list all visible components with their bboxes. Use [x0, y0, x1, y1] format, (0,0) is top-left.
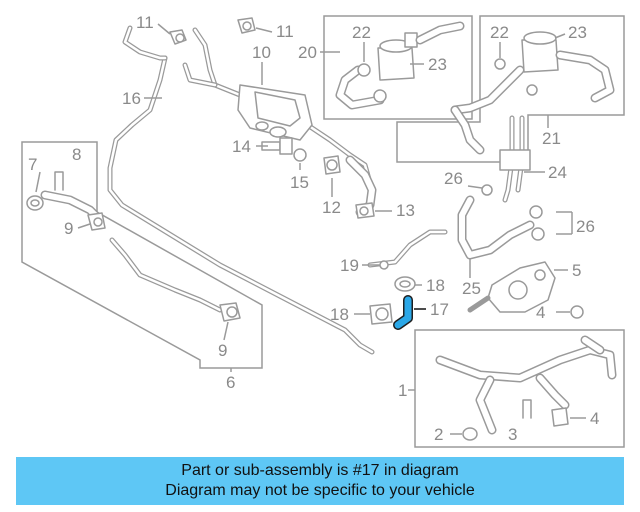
pipe-in-box-6 — [109, 237, 223, 313]
callout-5: 5 — [572, 261, 581, 280]
clamp-18-upper — [394, 276, 416, 292]
callout-1: 1 — [398, 381, 407, 400]
callout-16: 16 — [122, 89, 141, 108]
coolant-pipe-10 — [182, 27, 375, 193]
callout-22-left: 22 — [352, 23, 371, 42]
callout-17: 17 — [430, 300, 449, 319]
valve-assembly-20 — [335, 21, 465, 110]
bolt-14 — [261, 137, 293, 155]
callout-4-lower: 4 — [590, 409, 599, 428]
callout-10: 10 — [252, 43, 271, 62]
o-ring-15 — [293, 148, 307, 162]
thermostat-housing-5 — [467, 261, 556, 313]
clamp-9-upper — [87, 212, 106, 231]
clamp-4-upper — [570, 305, 584, 319]
clamp-18-lower — [369, 303, 393, 325]
coolant-pipe-16 — [107, 25, 375, 355]
clamp-4-lower — [551, 407, 569, 427]
clamp-11-right — [237, 17, 256, 34]
group-box-20 — [323, 15, 473, 120]
callout-23-right: 23 — [568, 23, 587, 42]
callout-21: 21 — [542, 129, 561, 148]
callout-25: 25 — [462, 279, 481, 298]
flange-pipe-24 — [499, 115, 531, 203]
o-ring-2 — [462, 427, 478, 441]
callout-26-right: 26 — [576, 217, 595, 236]
clamp-9-lower — [219, 302, 241, 322]
group-box-1 — [414, 329, 625, 448]
callout-11-left: 11 — [136, 13, 154, 32]
hose-17-highlighted — [393, 295, 413, 330]
callout-19: 19 — [340, 256, 359, 275]
callout-12: 12 — [322, 198, 341, 217]
callout-18-upper: 18 — [426, 276, 445, 295]
clamp-26-upper — [481, 184, 493, 196]
clamp-11-left — [169, 29, 187, 45]
callout-3: 3 — [508, 425, 517, 444]
valve-assembly-21 — [450, 31, 615, 155]
leader-lines — [35, 23, 586, 435]
hose-assembly-1 — [435, 335, 617, 435]
callout-18-lower: 18 — [330, 305, 349, 324]
banner-line-1: Part or sub-assembly is #17 in diagram — [181, 462, 459, 479]
callout-4-upper: 4 — [536, 303, 545, 322]
info-banner: Part or sub-assembly is #17 in diagram D… — [16, 457, 624, 505]
callout-14: 14 — [232, 137, 251, 156]
clamp-13 — [355, 202, 375, 219]
clamp-12 — [323, 155, 341, 175]
callout-2: 2 — [434, 425, 443, 444]
callout-9-lower: 9 — [218, 341, 227, 360]
callout-6: 6 — [226, 373, 235, 392]
hose-25 — [457, 195, 535, 260]
callout-15: 15 — [290, 173, 309, 192]
clamp-8 — [54, 171, 64, 191]
callout-23-left: 23 — [428, 55, 447, 74]
clamps-26-right — [529, 205, 545, 241]
pipe-19 — [367, 229, 448, 270]
callout-11-right: 11 — [276, 22, 294, 41]
callout-7: 7 — [28, 155, 37, 174]
callout-9-upper: 9 — [64, 219, 73, 238]
group-box-6 — [21, 141, 263, 369]
callout-20: 20 — [298, 43, 317, 62]
banner-line-2: Diagram may not be specific to your vehi… — [165, 482, 475, 499]
callout-13: 13 — [396, 201, 415, 220]
callout-26-upper: 26 — [444, 169, 463, 188]
hose-7 — [26, 190, 103, 223]
callout-8: 8 — [72, 145, 81, 164]
callout-24: 24 — [548, 163, 567, 182]
clamp-3 — [522, 399, 532, 419]
callout-22-right: 22 — [490, 23, 509, 42]
